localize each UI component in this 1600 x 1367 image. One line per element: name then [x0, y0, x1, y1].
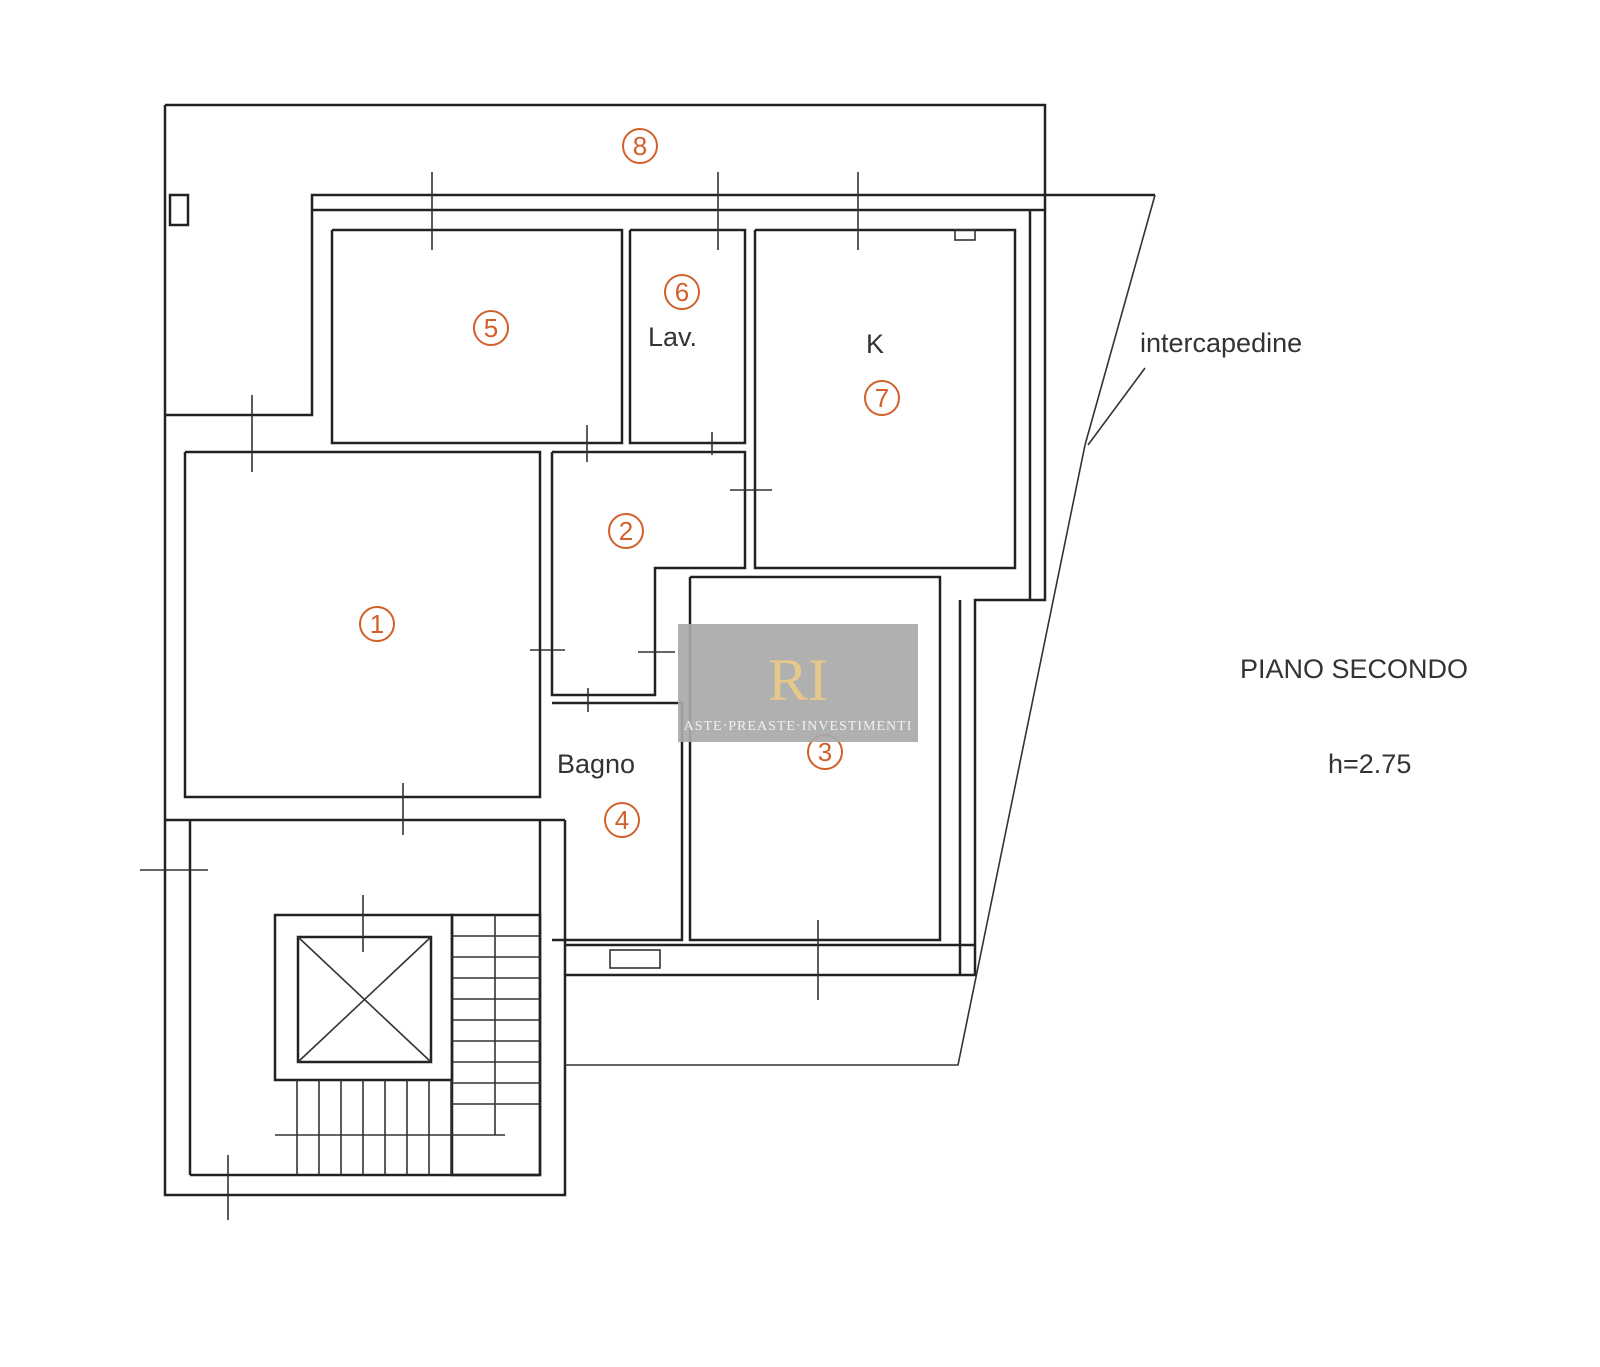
room-number-1: 1	[370, 609, 384, 639]
room-label-k: K	[866, 329, 884, 359]
room-number-2: 2	[619, 516, 633, 546]
watermark-logo: RI	[768, 647, 828, 713]
watermark-text: ASTE·PREASTE·INVESTIMENTI	[684, 719, 913, 734]
room-number-5: 5	[484, 313, 498, 343]
watermark: RI ASTE·PREASTE·INVESTIMENTI	[678, 624, 918, 742]
room-number-6: 6	[675, 277, 689, 307]
walls	[163, 103, 1156, 1197]
room-number-3: 3	[818, 737, 832, 767]
room-number-4: 4	[615, 805, 629, 835]
room-number-8: 8	[633, 131, 647, 161]
room-label-lav: Lav.	[648, 322, 697, 352]
room-number-7: 7	[875, 383, 889, 413]
doors-windows	[140, 172, 859, 1220]
room-markers: 8 5 6 Lav. 7 K 2 1 Bagno 4 3	[359, 128, 900, 838]
intercapedine-label: intercapedine	[1140, 328, 1302, 358]
height-label: h=2.75	[1328, 749, 1411, 779]
room-label-bagno: Bagno	[557, 749, 635, 779]
elevator-and-stairs	[273, 895, 542, 1177]
floor-label: PIANO SECONDO	[1240, 654, 1468, 684]
